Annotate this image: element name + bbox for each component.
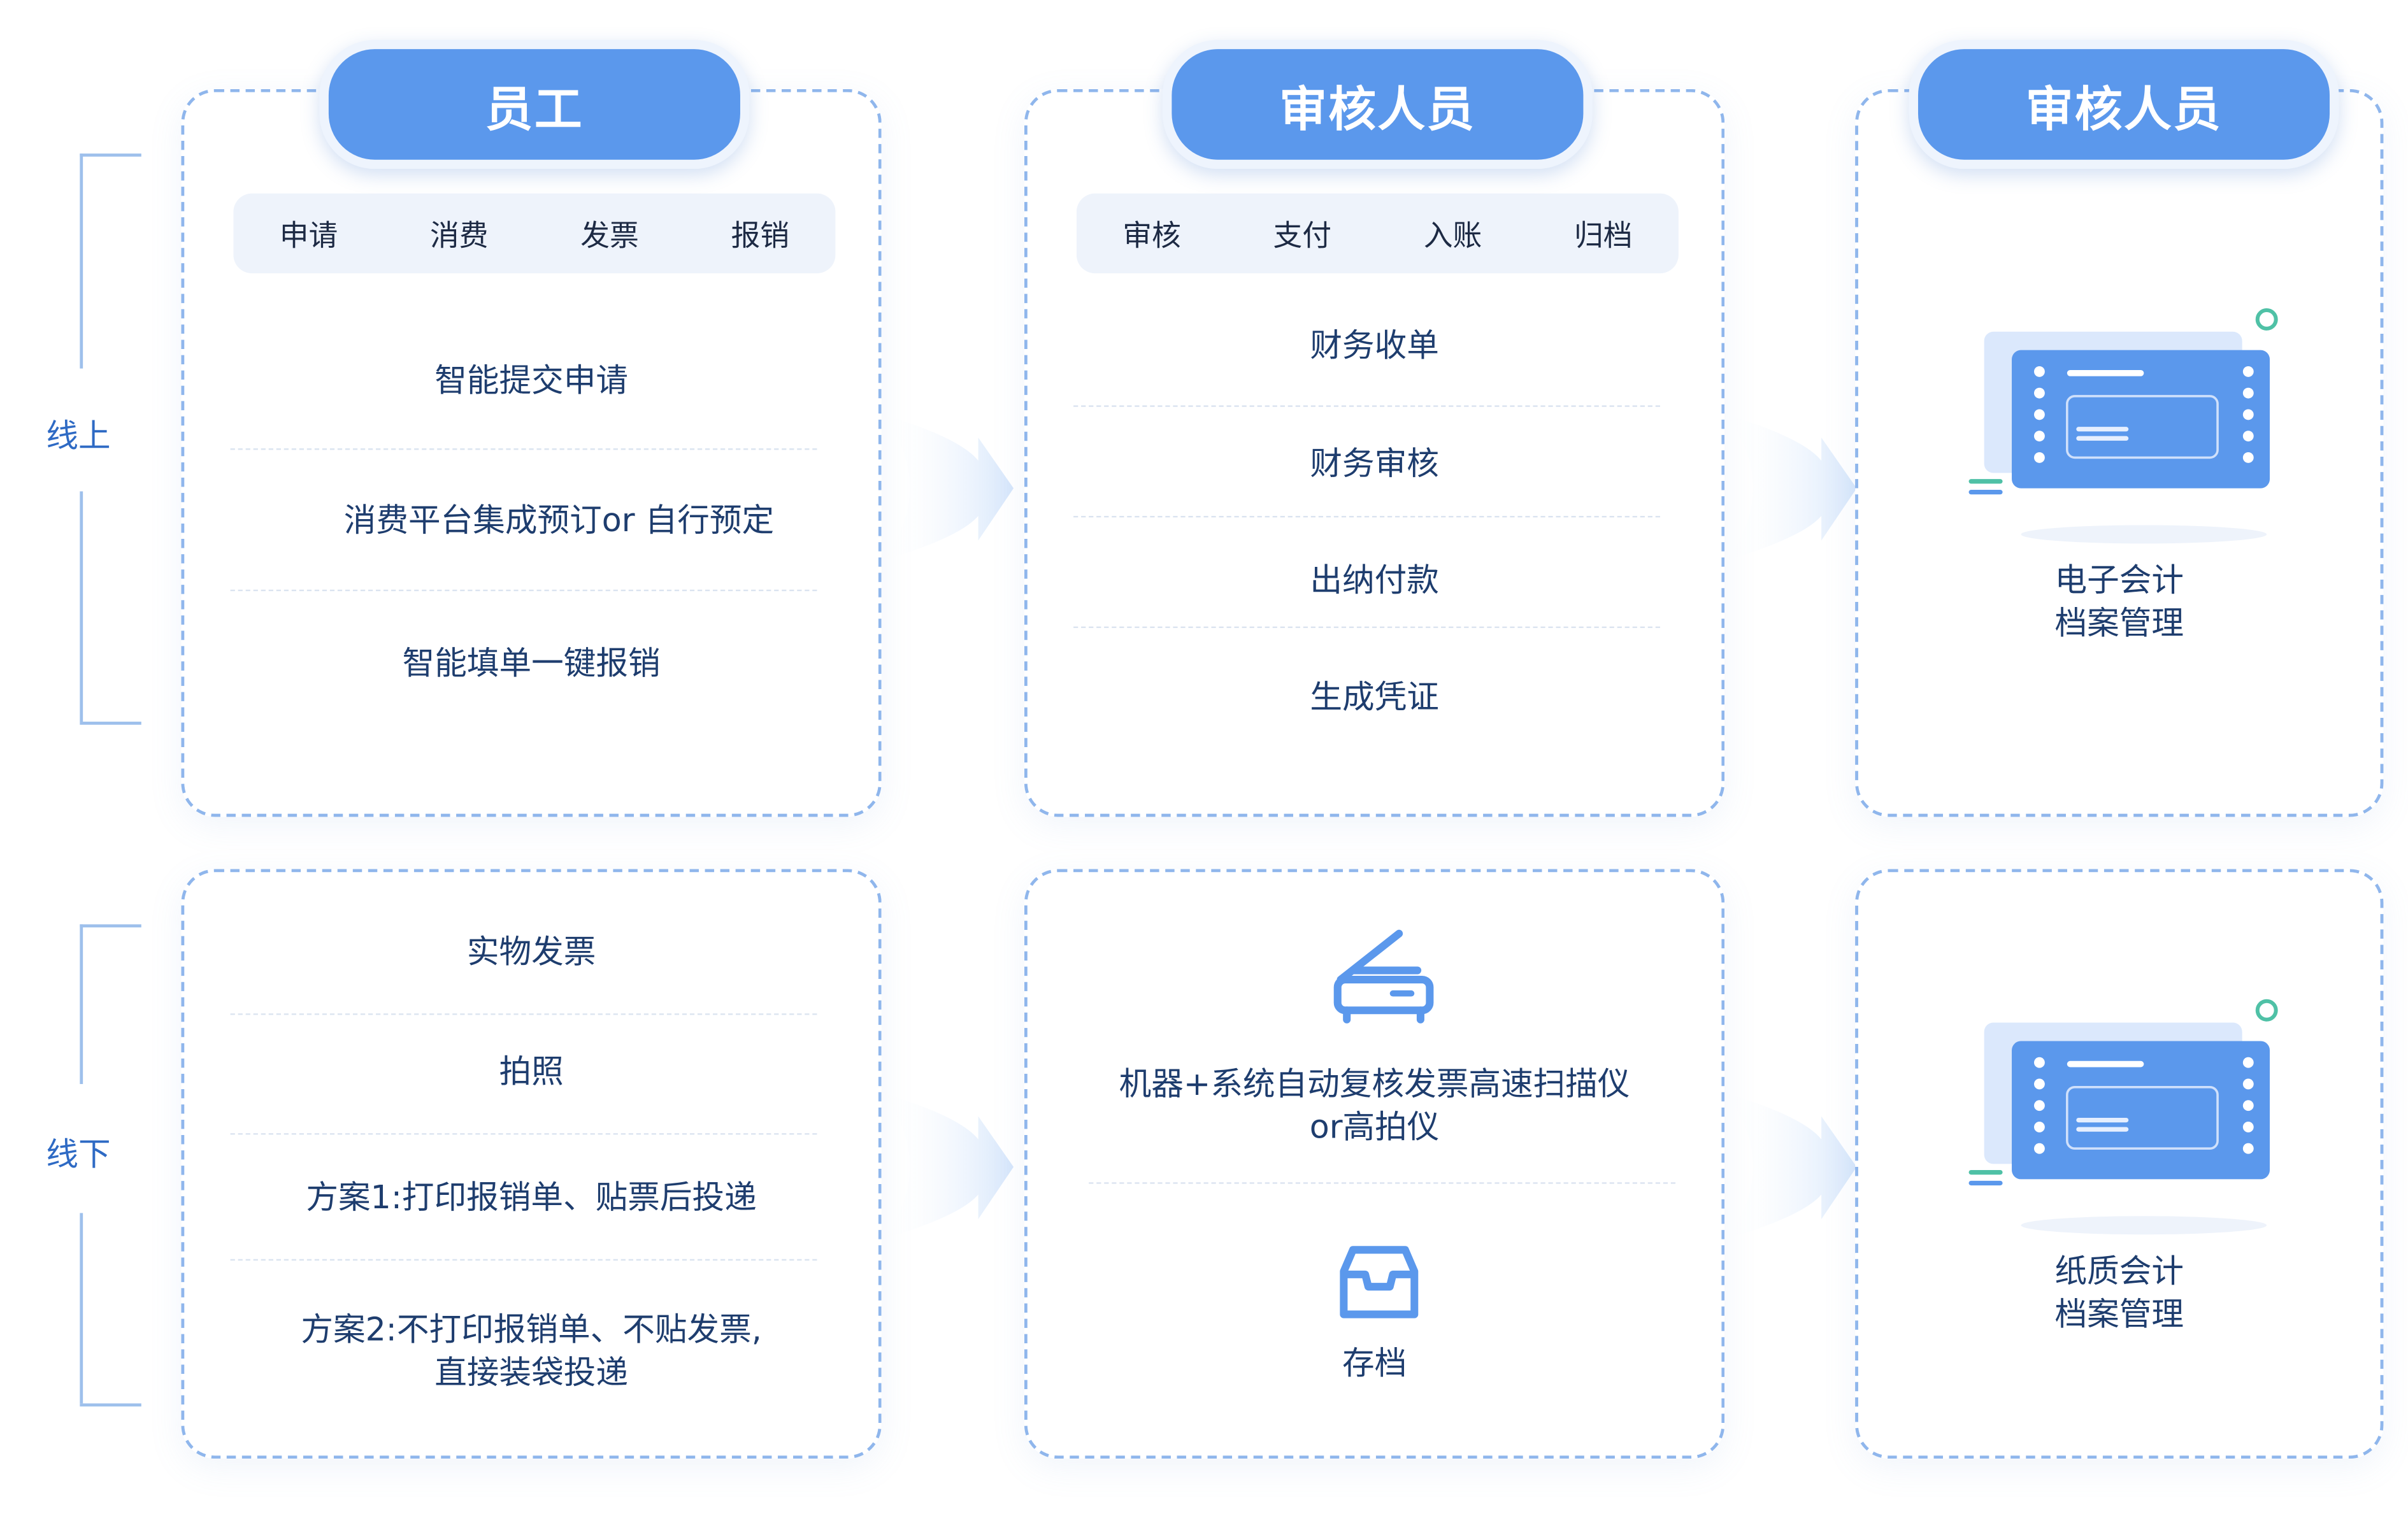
archive-label-line2: 档案管理 (2054, 604, 2184, 642)
flow-arrow-icon (1726, 1093, 1857, 1239)
scanner-label-line2: or高拍仪 (1309, 1108, 1440, 1146)
archive-offline-card: 纸质会计 档案管理 (1855, 869, 2384, 1459)
list-item-line2: 直接装袋投递 (434, 1354, 628, 1392)
reviewer-header: 审核人员 (1162, 39, 1593, 169)
archive-label: 电子会计 档案管理 (1858, 559, 2381, 645)
flow-arrow-icon (1726, 414, 1857, 561)
archive-label-line2: 档案管理 (2054, 1296, 2184, 1333)
online-label: 线上 (46, 417, 111, 455)
scanner-label-line1: 机器+系统自动复核发票高速扫描仪 (1119, 1066, 1630, 1103)
list-item: 方案2:不打印报销单、不贴发票, 直接装袋投递 (184, 1308, 878, 1394)
step-invoice: 发票 (580, 218, 639, 253)
flow-arrow-icon (883, 1093, 1014, 1239)
flow-arrow-icon (883, 414, 1014, 561)
online-bracket-top (80, 154, 141, 157)
list-item: 财务审核 (1310, 445, 1439, 482)
archive-label-line1: 纸质会计 (2054, 1253, 2184, 1290)
step-file: 归档 (1573, 218, 1633, 253)
online-bracket-bottom (80, 722, 141, 725)
list-item: 拍照 (499, 1053, 564, 1090)
employee-header: 员工 (319, 39, 750, 169)
divider (230, 589, 817, 592)
divider (1073, 626, 1660, 628)
document-card-icon (1968, 308, 2278, 544)
divider (1073, 515, 1660, 518)
archive-label-line1: 电子会计 (2054, 562, 2184, 599)
list-item: 财务收单 (1310, 327, 1439, 364)
step-review: 审核 (1122, 218, 1181, 253)
list-item: 实物发票 (466, 933, 596, 971)
divider (230, 1013, 817, 1015)
document-card-icon (1968, 999, 2278, 1235)
divider (230, 1259, 817, 1261)
list-item: 生成凭证 (1310, 678, 1439, 716)
step-consume: 消费 (429, 218, 489, 253)
employee-online-card: 申请 消费 发票 报销 智能提交申请 消费平台集成预订or 自行预定 智能填单一… (181, 89, 882, 817)
list-item-line1: 方案2:不打印报销单、不贴发票, (301, 1311, 762, 1348)
divider (1073, 405, 1660, 407)
reviewer-steps: 审核 支付 入账 归档 (1076, 193, 1679, 274)
step-book: 入账 (1423, 218, 1482, 253)
divider (1089, 1182, 1676, 1184)
archive-header: 审核人员 (1909, 39, 2339, 169)
step-reimburse: 报销 (731, 218, 790, 253)
list-item: 消费平台集成预订or 自行预定 (343, 502, 775, 539)
list-item: 智能提交申请 (434, 362, 628, 399)
divider (230, 448, 817, 450)
offline-bracket-top (80, 924, 141, 928)
divider (230, 1133, 817, 1135)
step-pay: 支付 (1273, 218, 1332, 253)
scanner-label: 机器+系统自动复核发票高速扫描仪 or高拍仪 (1028, 1062, 1722, 1148)
store-label: 存档 (1342, 1345, 1407, 1382)
step-apply: 申请 (279, 218, 338, 253)
offline-label: 线下 (46, 1136, 111, 1173)
reviewer-online-card: 审核 支付 入账 归档 财务收单 财务审核 出纳付款 生成凭证 (1024, 89, 1725, 817)
archive-online-card: 电子会计 档案管理 (1855, 89, 2384, 817)
offline-bracket-bottom (80, 1403, 141, 1407)
reviewer-offline-card: 机器+系统自动复核发票高速扫描仪 or高拍仪 存档 (1024, 869, 1725, 1459)
list-item: 智能填单一键报销 (402, 645, 661, 682)
archive-box-icon (1340, 1246, 1419, 1318)
list-item: 方案1:打印报销单、贴票后投递 (306, 1179, 757, 1217)
archive-label: 纸质会计 档案管理 (1858, 1250, 2381, 1336)
employee-steps: 申请 消费 发票 报销 (233, 193, 836, 274)
scanner-icon (1333, 929, 1434, 1024)
list-item: 出纳付款 (1310, 562, 1439, 599)
employee-offline-card: 实物发票 拍照 方案1:打印报销单、贴票后投递 方案2:不打印报销单、不贴发票,… (181, 869, 882, 1459)
